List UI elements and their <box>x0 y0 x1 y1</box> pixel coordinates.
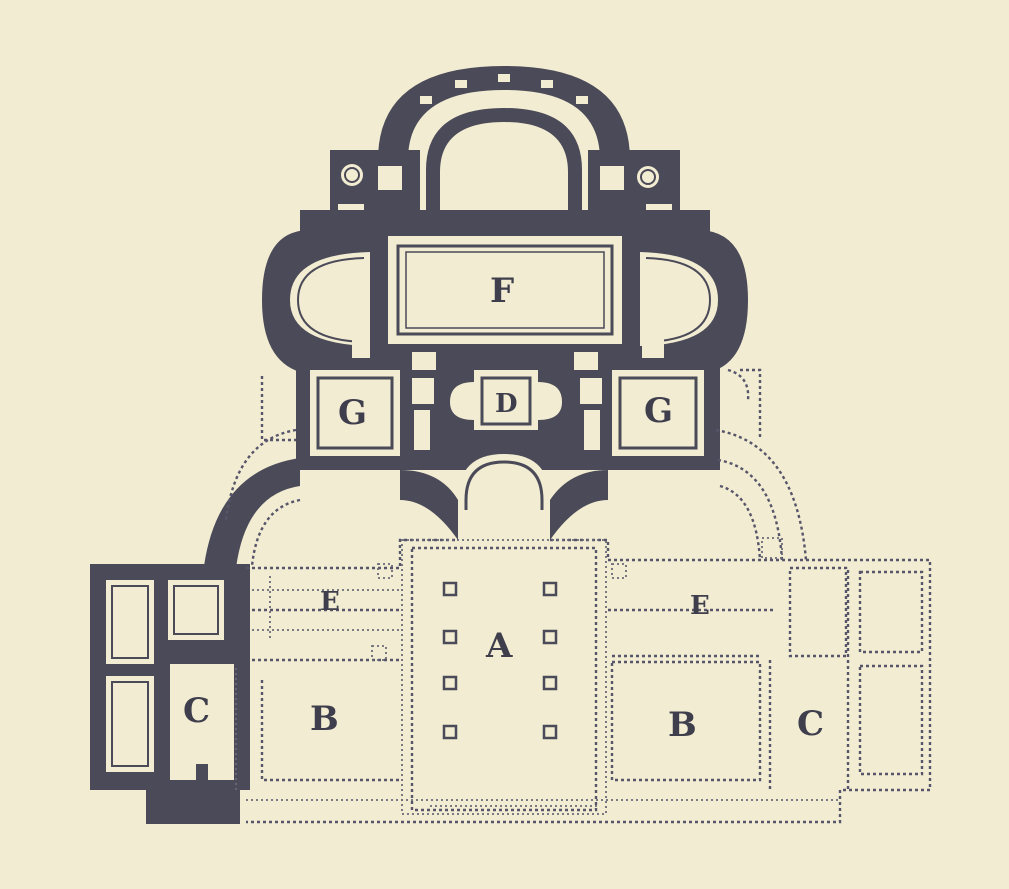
left-curved-wall <box>204 376 301 568</box>
apse-structure <box>378 66 630 210</box>
label-a: A <box>485 626 513 666</box>
label-g-left: G <box>338 393 367 433</box>
label-e-left: E <box>320 587 340 617</box>
main-solid-block <box>262 150 748 540</box>
nave-piers <box>442 581 558 740</box>
left-solid-block <box>90 564 250 824</box>
label-f: F <box>490 271 514 311</box>
label-b-right: B <box>668 705 697 745</box>
label-g-right: G <box>644 391 673 431</box>
label-e-right: E <box>690 591 710 621</box>
label-d: D <box>495 389 518 419</box>
label-b-left: B <box>310 699 339 739</box>
label-c-left: C <box>183 691 210 731</box>
nave-dotted-outline <box>235 537 932 824</box>
right-curved-wall <box>715 368 808 561</box>
label-c-right: C <box>797 704 824 744</box>
